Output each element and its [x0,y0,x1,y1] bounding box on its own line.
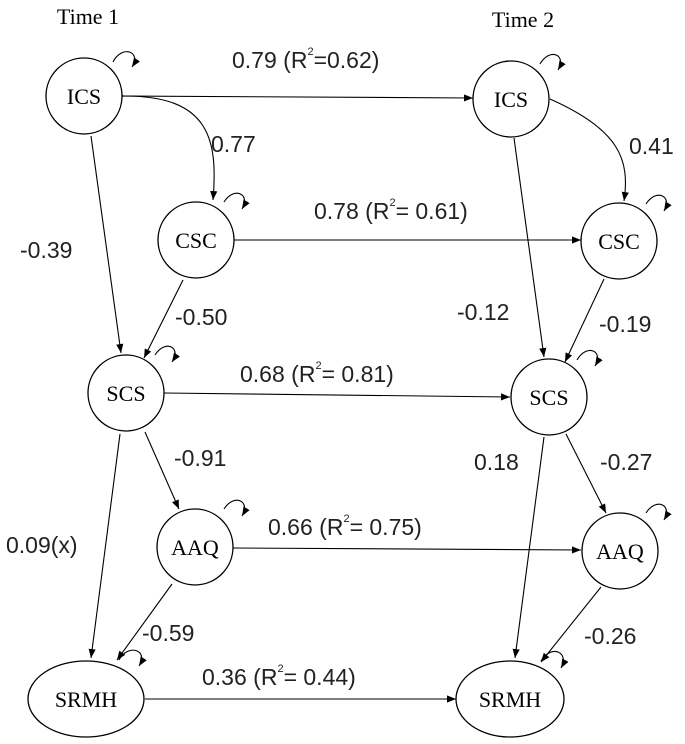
time2-label: Time 2 [492,7,554,32]
coef-scs-aaq-t1: -0.91 [174,445,226,471]
path-csc-scs-t2 [564,278,605,363]
node-ics-t2: ICS [472,60,550,138]
node-srmh-t1: SRMH [27,660,145,738]
node-label: ICS [67,84,101,109]
cov-ics-csc-t2 [540,92,629,202]
coef-aaq-srmh-t2: -0.26 [584,623,636,649]
node-label: AAQ [596,539,644,564]
node-scs-t2: SCS [510,358,588,436]
coef-ics-csc-cov-t1: 0.77 [211,131,256,157]
path-aaq-srmh-t1 [116,583,173,661]
coef-srmh-stability: 0.36 (R2= 0.44) [202,663,356,690]
self-loop-ics-t1 [112,51,140,68]
self-loop-csc-t2 [645,194,672,212]
coef-ics-stability: 0.79 (R2=0.62) [232,46,379,73]
path-ics-scs-t1 [90,135,124,354]
coef-csc-scs-t1: -0.50 [175,304,227,330]
node-ics-t1: ICS [45,57,123,135]
coef-scs-srmh-t1: 0.09(x) [6,532,78,558]
path-scs-aaq-t2 [565,433,607,514]
coef-aaq-srmh-t1: -0.59 [142,620,194,646]
node-csc-t1: CSC [157,201,235,279]
coef-csc-scs-t2: -0.19 [599,311,651,337]
node-aaq-t2: AAQ [581,512,659,590]
coef-ics-scs-t1: -0.39 [20,237,72,263]
self-loop-ics-t2 [539,53,566,71]
node-label: AAQ [171,535,219,560]
coef-csc-stability: 0.78 (R2= 0.61) [314,197,468,224]
arrow-ics-t1-to-t2 [120,94,474,102]
coef-scs-srmh-t2: 0.18 [474,449,519,475]
path-ics-scs-t2 [513,137,547,358]
node-scs-t1: SCS [87,354,165,432]
node-label: CSC [175,228,217,253]
self-loop-csc-t1 [223,192,250,210]
node-srmh-t2: SRMH [455,660,565,738]
path-scs-srmh-t2 [512,436,545,659]
self-loop-aaq-t2 [645,503,672,521]
cov-ics-csc-t1 [115,92,218,201]
arrow-scs-t1-to-t2 [163,392,511,401]
self-loop-srmh-t1 [118,649,147,667]
coef-scs-aaq-t2: -0.27 [600,449,652,475]
path-aaq-srmh-t2 [540,586,602,663]
node-csc-t2: CSC [580,202,658,280]
node-label: ICS [494,87,528,112]
node-label: SCS [529,385,568,410]
node-label: SRMH [55,687,117,712]
self-loop-scs-t2 [576,349,603,367]
coef-ics-csc-cov-t2: 0.41 [629,133,674,159]
arrow-aaq-t1-to-t2 [232,546,582,554]
coef-aaq-stability: 0.66 (R2= 0.75) [268,513,422,540]
node-aaq-t1: AAQ [156,508,234,586]
self-loop-aaq-t1 [223,499,250,517]
coef-ics-scs-t2: -0.12 [457,299,509,325]
path-scs-aaq-t1 [144,431,180,510]
self-loop-scs-t1 [154,345,180,363]
coef-scs-stability: 0.68 (R2= 0.81) [240,360,394,387]
time1-label: Time 1 [57,4,119,29]
self-loop-srmh-t2 [540,650,569,669]
path-scs-srmh-t1 [88,433,121,659]
node-label: CSC [598,229,640,254]
node-label: SRMH [479,687,541,712]
node-label: SCS [106,381,145,406]
path-csc-scs-t1 [143,279,184,359]
